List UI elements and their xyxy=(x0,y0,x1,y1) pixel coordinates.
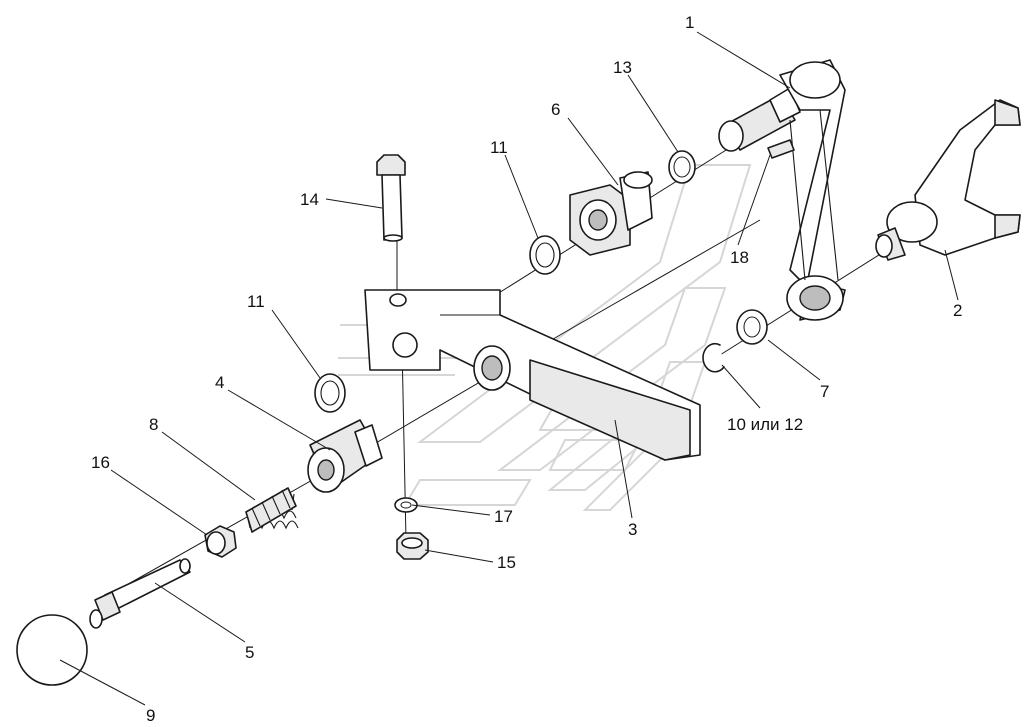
callout-6: 6 xyxy=(551,100,560,119)
callout-13: 13 xyxy=(613,58,632,77)
callout-15: 15 xyxy=(497,553,516,572)
bracket-lever xyxy=(364,289,701,461)
callout-7: 7 xyxy=(820,382,829,401)
hex-nut-15 xyxy=(396,532,429,560)
callout-14: 14 xyxy=(300,190,319,209)
callout-17: 17 xyxy=(494,507,513,526)
callout-11-upper: 11 xyxy=(490,138,508,157)
bushing xyxy=(307,419,383,493)
washer-7 xyxy=(736,309,768,345)
ring-13 xyxy=(668,150,696,184)
callout-labels: 1 2 3 4 5 6 7 8 9 10 или 12 11 11 13 14 … xyxy=(91,13,962,725)
bolt xyxy=(376,154,406,242)
hex-nut-16 xyxy=(204,525,237,558)
retaining-ring-11-upper xyxy=(529,235,561,275)
callout-9: 9 xyxy=(146,706,155,725)
callout-16: 16 xyxy=(91,453,110,472)
callout-1: 1 xyxy=(685,13,694,32)
key-18 xyxy=(767,139,795,159)
spring xyxy=(245,487,299,533)
callout-11-lower: 11 xyxy=(247,292,265,311)
callout-4: 4 xyxy=(215,373,224,392)
flange-bushing xyxy=(569,171,653,256)
circlip-10-12 xyxy=(702,342,725,373)
retaining-ring-11-lower xyxy=(314,373,346,413)
callout-18: 18 xyxy=(730,248,749,267)
callout-5: 5 xyxy=(245,643,254,662)
washer-17 xyxy=(394,497,418,513)
callout-10-12: 10 или 12 xyxy=(727,415,803,434)
shaft-lever xyxy=(718,59,846,321)
leader-lines xyxy=(59,31,959,706)
callout-8: 8 xyxy=(149,415,158,434)
rod xyxy=(89,558,191,629)
shift-fork xyxy=(875,99,1021,261)
knob-ball xyxy=(16,614,88,686)
callout-3: 3 xyxy=(628,520,637,539)
callout-2: 2 xyxy=(953,301,962,320)
